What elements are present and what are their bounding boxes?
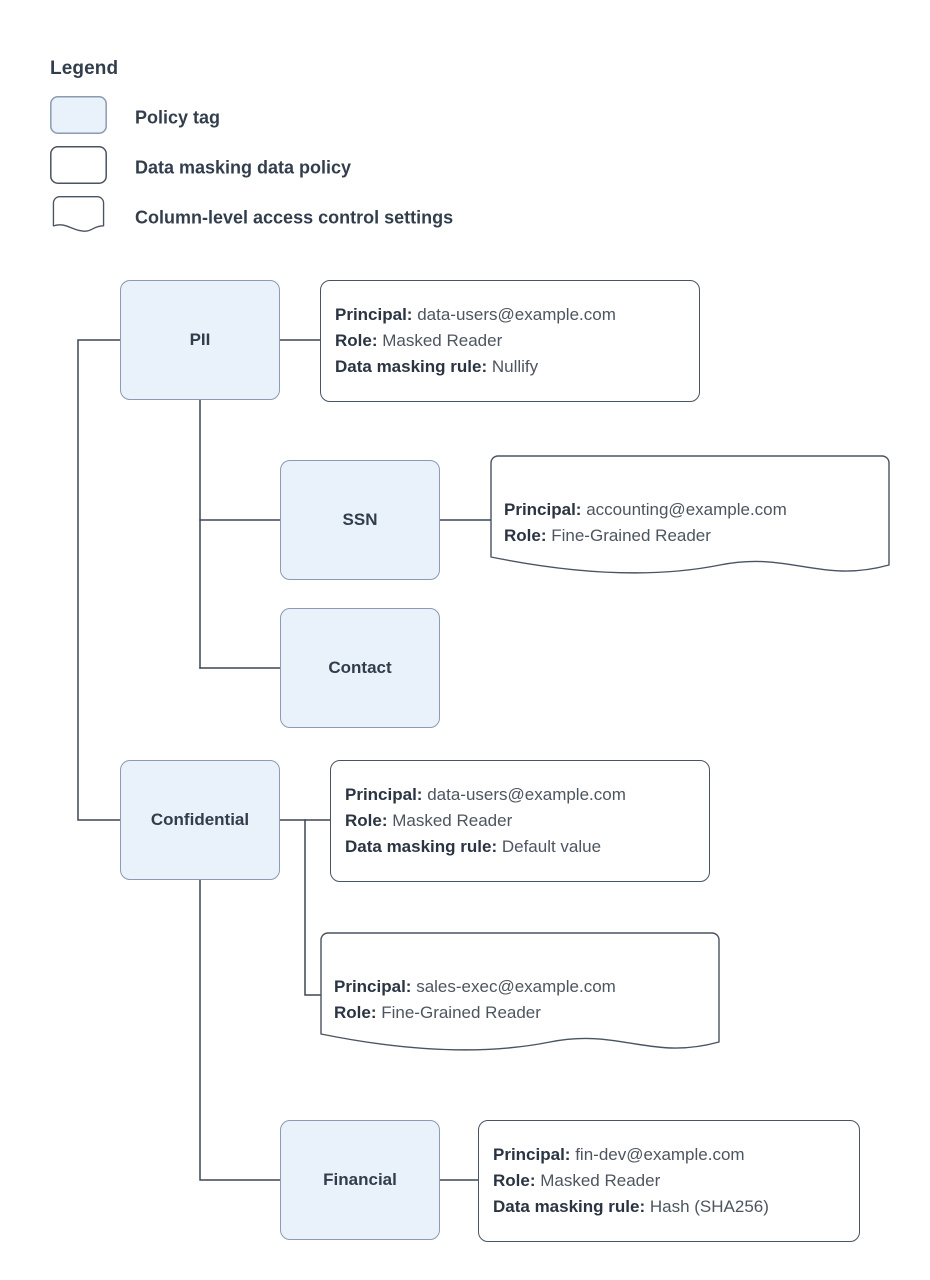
row-label: Role: [493, 1171, 536, 1191]
card-financial-policy-row-1: Role: Masked Reader [493, 1168, 769, 1194]
policy-tag-pii[interactable]: PII [120, 280, 280, 400]
connector-spine [77, 339, 121, 821]
row-value: Fine-Grained Reader [381, 1003, 541, 1022]
column-access-swatch [52, 196, 105, 232]
policy-tag-contact[interactable]: Contact [280, 608, 440, 728]
row-label: Principal: [345, 785, 423, 805]
data-policy-swatch [50, 146, 107, 184]
row-label: Principal: [504, 500, 582, 520]
row-value: Masked Reader [392, 811, 513, 831]
row-value: Hash (SHA256) [649, 1196, 769, 1216]
card-financial-policy-row-2: Data masking rule: Hash (SHA256) [493, 1194, 769, 1220]
row-value: data-users@example.com [427, 785, 626, 805]
card-pii-policy-row-2: Data masking rule: Nullify [335, 354, 616, 380]
row-label: Principal: [334, 977, 412, 997]
legend-label-data-policy: Data masking data policy [135, 157, 352, 178]
wavy-card-outline [320, 932, 720, 1051]
card-confidential-policy-row-0: Principal: data-users@example.com [345, 782, 626, 808]
legend-label-policy-tag: Policy tag [135, 107, 221, 128]
row-value: Default value [501, 836, 602, 856]
row-label: Principal: [493, 1145, 571, 1165]
row-label: Data masking rule: [493, 1196, 646, 1216]
policy-tag-swatch [50, 96, 107, 134]
connector-confidential-to-financial [199, 879, 281, 1181]
policy-tag-confidential[interactable]: Confidential [120, 760, 280, 880]
row-label: Data masking rule: [345, 836, 498, 856]
card-confidential-access[interactable]: Principal: sales-exec@example.com Role: … [320, 932, 720, 1062]
row-value: Fine-Grained Reader [551, 526, 711, 545]
card-confidential-policy-row-2: Data masking rule: Default value [345, 834, 626, 860]
card-pii-policy-row-0: Principal: data-users@example.com [335, 302, 616, 328]
row-value: sales-exec@example.com [416, 977, 616, 997]
wavy-card-outline [490, 455, 890, 574]
card-ssn-access-row-0: Principal: accounting@example.com [504, 497, 787, 523]
policy-tag-pii-label: PII [189, 329, 211, 349]
policy-tag-confidential-label: Confidential [150, 809, 250, 829]
row-label: Role: [345, 811, 388, 831]
row-label: Principal: [335, 305, 413, 325]
row-label: Role: [335, 331, 378, 351]
legend-title: Legend [50, 58, 119, 79]
row-value: Nullify [491, 356, 539, 376]
card-financial-policy-row-0: Principal: fin-dev@example.com [493, 1142, 769, 1168]
row-label: Role: [334, 1003, 377, 1022]
policy-tag-financial[interactable]: Financial [280, 1120, 440, 1240]
policy-tag-contact-label: Contact [328, 657, 392, 677]
card-ssn-access-row-1: Role: Fine-Grained Reader [504, 523, 787, 549]
row-value: Masked Reader [382, 331, 503, 351]
connector-confidential-to-access [304, 819, 323, 996]
card-financial-policy[interactable]: Principal: fin-dev@example.com Role: Mas… [478, 1120, 860, 1242]
row-value: fin-dev@example.com [575, 1145, 745, 1165]
card-pii-policy[interactable]: Principal: data-users@example.com Role: … [320, 280, 700, 402]
card-confidential-access-row-1: Role: Fine-Grained Reader [334, 1000, 616, 1026]
card-confidential-access-row-0: Principal: sales-exec@example.com [334, 974, 616, 1000]
row-value: data-users@example.com [417, 305, 616, 325]
card-ssn-access[interactable]: Principal: accounting@example.com Role: … [490, 455, 890, 585]
row-value: Masked Reader [540, 1171, 661, 1191]
row-label: Role: [504, 526, 547, 545]
legend-label-column-access: Column-level access control settings [135, 207, 454, 228]
row-value: accounting@example.com [586, 500, 787, 520]
policy-tag-ssn[interactable]: SSN [280, 460, 440, 580]
policy-tag-ssn-label: SSN [342, 509, 378, 529]
card-confidential-policy-row-1: Role: Masked Reader [345, 808, 626, 834]
card-confidential-policy[interactable]: Principal: data-users@example.com Role: … [330, 760, 710, 882]
policy-tag-financial-label: Financial [323, 1169, 397, 1189]
row-label: Data masking rule: [335, 356, 488, 376]
card-pii-policy-row-1: Role: Masked Reader [335, 328, 616, 354]
